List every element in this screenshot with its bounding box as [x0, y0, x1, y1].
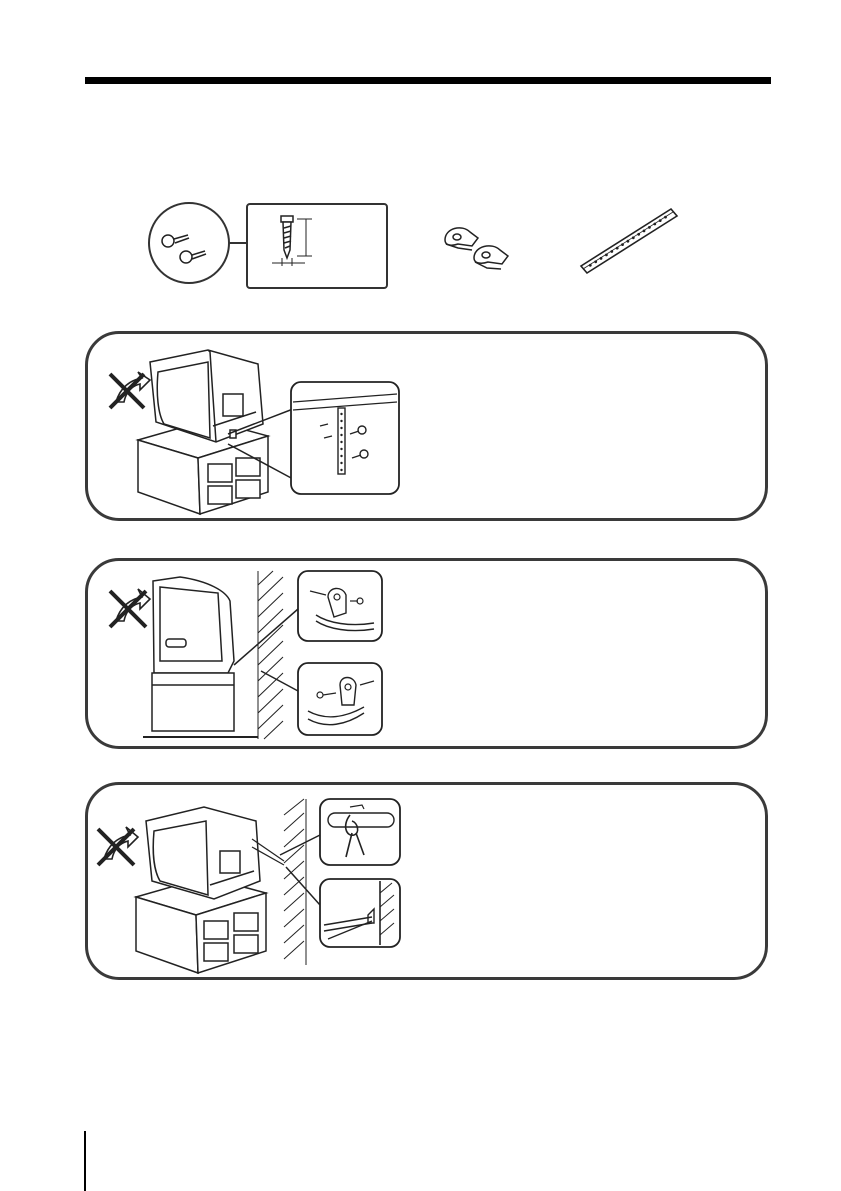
strip-hole — [627, 240, 630, 243]
strip-hole — [664, 216, 667, 219]
instruction-panel-3 — [85, 782, 768, 980]
instruction-panel-1 — [85, 331, 768, 521]
no-tipping-icon — [98, 827, 138, 865]
strip-hole — [632, 236, 635, 239]
tv-strapped-to-stand-illustration — [88, 334, 771, 524]
strip-hole — [605, 254, 608, 257]
strip-hole — [621, 243, 624, 246]
cable-clamp-pair-icon — [445, 228, 508, 269]
tv-tied-to-wall-illustration — [88, 785, 771, 983]
strip-hole — [610, 250, 613, 253]
strip-hole — [589, 264, 592, 267]
parts-row — [0, 0, 841, 300]
strip-hole — [594, 260, 597, 263]
page-margin-bar — [84, 1131, 86, 1191]
no-tipping-icon — [110, 372, 150, 408]
screw-dimension-icon — [247, 204, 387, 288]
strip-hole — [600, 257, 603, 260]
perforated-metal-strip-icon — [581, 209, 677, 273]
no-tipping-icon — [110, 589, 150, 627]
instruction-panel-2 — [85, 558, 768, 749]
strip-hole — [637, 233, 640, 236]
screw-pair-icon — [149, 203, 247, 283]
strip-hole — [643, 230, 646, 233]
strip-hole — [616, 247, 619, 250]
strip-hole — [659, 219, 662, 222]
tv-clamped-to-wall-illustration — [88, 561, 771, 752]
strip-hole — [648, 226, 651, 229]
strip-hole — [653, 223, 656, 226]
